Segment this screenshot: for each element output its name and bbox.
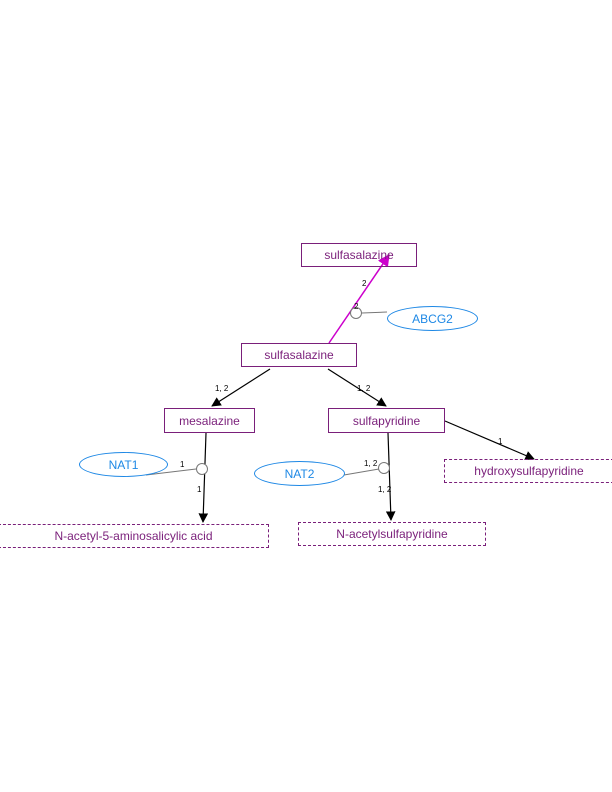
edge-to-mesalazine: [211, 368, 271, 407]
edge-nat2-modifier: [343, 468, 380, 476]
edge-abcg2-modifier: [361, 311, 388, 314]
edge-label-to-sulfapyridine: 1, 2: [357, 384, 371, 393]
edge-sulfapyridine-to-hydroxy: [444, 420, 535, 461]
node-sulfasalazine-top[interactable]: sulfasalazine: [301, 243, 417, 267]
edge-label-transport: 2: [362, 279, 367, 288]
edge-label-sulfapyridine-to-acetyl: 1, 2: [378, 485, 392, 494]
edge-mesalazine-to-acetyl: [198, 432, 209, 523]
gene-abcg2[interactable]: ABCG2: [387, 306, 478, 331]
modifier-circle-nat2: [378, 462, 390, 474]
edge-label-sulfapyridine-to-hydroxy: 1: [498, 437, 503, 446]
node-hydroxysulfapyridine[interactable]: hydroxysulfapyridine: [444, 459, 612, 483]
edge-transport: [328, 254, 390, 344]
edge-label-nat1-gene: 1: [180, 460, 185, 469]
edge-label-to-mesalazine: 1, 2: [215, 384, 229, 393]
edge-label-nat2-gene: 1, 2: [364, 459, 378, 468]
modifier-circle-nat1: [196, 463, 208, 475]
node-n-acetyl-5-aminosalicylic-acid[interactable]: N-acetyl-5-aminosalicylic acid: [0, 524, 269, 548]
node-n-acetylsulfapyridine[interactable]: N-acetylsulfapyridine: [298, 522, 486, 546]
node-sulfasalazine[interactable]: sulfasalazine: [241, 343, 357, 367]
node-mesalazine[interactable]: mesalazine: [164, 408, 255, 433]
edge-label-transport-gene: 2: [354, 302, 359, 311]
edge-sulfapyridine-to-acetyl: [385, 432, 396, 521]
modifier-circle-abcg2: [350, 307, 362, 319]
edge-nat1-modifier: [145, 468, 197, 476]
edge-label-mesalazine-to-acetyl: 1: [197, 485, 202, 494]
gene-nat1[interactable]: NAT1: [79, 452, 168, 477]
node-sulfapyridine[interactable]: sulfapyridine: [328, 408, 445, 433]
gene-nat2[interactable]: NAT2: [254, 461, 345, 486]
edge-to-sulfapyridine: [327, 368, 387, 407]
